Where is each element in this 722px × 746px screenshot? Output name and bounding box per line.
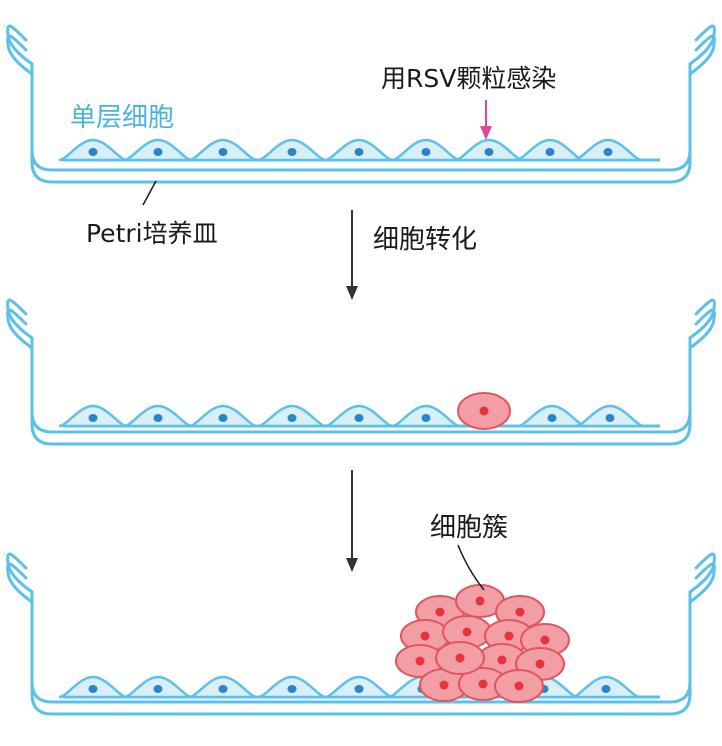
flow-arrow-1 <box>346 210 358 300</box>
normal-cell <box>517 404 587 428</box>
transformed-cell-nucleus <box>540 635 550 645</box>
transformed-cell <box>435 641 485 675</box>
normal-cell-nucleus <box>484 148 494 156</box>
infection-label-suffix: 颗粒感染 <box>456 64 557 93</box>
normal-cell-nucleus <box>153 414 163 422</box>
normal-cell-nucleus <box>421 414 431 422</box>
flow-arrow-1-head <box>346 286 358 300</box>
normal-cell-nucleus <box>603 148 613 156</box>
transformed-cell-nucleus <box>455 653 465 663</box>
petri-dish-outer-wall <box>6 552 716 716</box>
normal-cell <box>571 675 641 699</box>
normal-cell-nucleus <box>88 414 98 422</box>
normal-cell <box>58 404 128 428</box>
cluster-leader-line <box>457 544 485 591</box>
petri-dish-inner-wall <box>6 34 716 172</box>
normal-cell <box>58 675 128 699</box>
petri-dish-label-prefix: Petri <box>86 219 143 248</box>
normal-cell-nucleus <box>545 148 555 156</box>
transformed-cell-nucleus <box>478 679 488 689</box>
flow-arrow-2 <box>346 470 358 572</box>
normal-cell <box>391 138 461 162</box>
normal-cell-nucleus <box>287 414 297 422</box>
transformed-cell-nucleus <box>504 631 514 641</box>
infection-label-prefix: 用 <box>381 64 407 93</box>
normal-cell <box>188 138 258 162</box>
normal-cell-nucleus <box>88 148 98 156</box>
normal-cell <box>391 404 461 428</box>
normal-cell <box>324 138 394 162</box>
normal-cell-nucleus <box>153 685 163 693</box>
infection-arrow-head <box>480 126 492 140</box>
normal-cell <box>515 138 585 162</box>
normal-cell-nucleus <box>601 685 611 693</box>
transformed-cell <box>457 392 511 430</box>
normal-cell <box>257 138 327 162</box>
monolayer-label: 单层细胞 <box>70 103 175 133</box>
normal-cell <box>123 404 193 428</box>
petri-dish-inner-wall <box>6 562 716 704</box>
normal-cell <box>257 404 327 428</box>
petri-dish-outer-wall <box>6 298 716 446</box>
transformed-cell-nucleus <box>535 659 545 669</box>
transformed-cell-nucleus <box>415 656 425 666</box>
normal-cell-nucleus <box>354 414 364 422</box>
infection-label: 用RSV颗粒感染 <box>381 66 556 91</box>
transformation-label: 细胞转化 <box>373 225 478 255</box>
normal-cell-nucleus <box>218 148 228 156</box>
normal-cell <box>123 675 193 699</box>
normal-cell-nucleus <box>605 414 615 422</box>
transformed-cell-nucleus <box>479 406 489 416</box>
petri-dish-leader-line <box>142 180 157 206</box>
normal-cell <box>257 675 327 699</box>
normal-cell-nucleus <box>153 148 163 156</box>
normal-cell <box>575 404 645 428</box>
normal-cell-nucleus <box>287 685 297 693</box>
normal-cell <box>188 675 258 699</box>
normal-cell-nucleus <box>218 414 228 422</box>
normal-cell-nucleus <box>547 414 557 422</box>
normal-cell <box>573 138 643 162</box>
arrows <box>142 100 492 591</box>
transformed-cell <box>458 667 508 701</box>
transformed-cell-nucleus <box>514 681 524 691</box>
normal-cell-nucleus <box>354 148 364 156</box>
transformed-cell-nucleus <box>420 631 430 641</box>
transformed-cell-nucleus <box>515 607 525 617</box>
transformed-cell-nucleus <box>497 655 507 665</box>
normal-cell-nucleus <box>88 685 98 693</box>
transformed-cell-nucleus <box>439 680 449 690</box>
transformed-cell-nucleus <box>462 627 472 637</box>
transformed-cell-nucleus <box>435 607 445 617</box>
transformed-cell-nucleus <box>475 596 485 606</box>
infection-arrow <box>480 100 492 140</box>
petri-dish-label: Petri培养皿 <box>86 221 218 246</box>
normal-cell <box>324 675 394 699</box>
normal-cell-nucleus <box>218 685 228 693</box>
cell-layers <box>58 138 645 703</box>
cluster-label: 细胞簇 <box>430 513 509 543</box>
normal-cell <box>324 404 394 428</box>
normal-cell-nucleus <box>287 148 297 156</box>
normal-cell <box>123 138 193 162</box>
transformed-cell <box>494 669 544 703</box>
infection-label-virus: RSV <box>406 64 457 93</box>
flow-arrow-2-head <box>346 558 358 572</box>
petri-dish-label-suffix: 培养皿 <box>142 219 218 248</box>
petri-dish-outer-wall <box>6 24 716 184</box>
normal-cell <box>188 404 258 428</box>
normal-cell-nucleus <box>354 685 364 693</box>
normal-cell <box>58 138 128 162</box>
normal-cell-nucleus <box>421 148 431 156</box>
normal-cell <box>454 138 524 162</box>
petri-dish-inner-wall <box>6 308 716 434</box>
